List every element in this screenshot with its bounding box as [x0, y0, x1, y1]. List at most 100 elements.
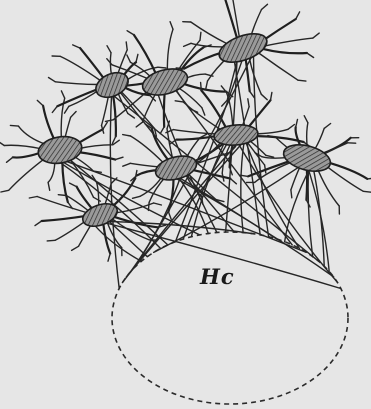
glial-process-fork — [48, 182, 50, 190]
glial-process — [306, 168, 307, 200]
glial-process — [167, 29, 173, 72]
glial-process-fork — [107, 46, 111, 53]
glial-process — [80, 48, 104, 78]
glial-process-fork — [133, 196, 141, 198]
glial-process — [201, 90, 226, 128]
glial-process — [259, 54, 298, 81]
glial-process-fork — [61, 91, 64, 98]
glial-process — [60, 56, 100, 80]
glial-process — [291, 167, 300, 190]
glial-process — [224, 0, 237, 39]
glial-process — [55, 82, 98, 85]
glial-process — [78, 145, 113, 149]
glial-process — [4, 145, 42, 149]
glial-process — [97, 182, 99, 207]
glial-process-fork — [230, 179, 236, 184]
glial-process-fork — [307, 53, 314, 58]
glial-process-fork — [108, 254, 110, 262]
glial-process-fork — [324, 124, 330, 129]
glial-process — [191, 22, 226, 43]
glial-process-fork — [184, 43, 191, 46]
glial-process-fork — [201, 83, 202, 91]
glial-process-fork — [37, 100, 43, 105]
glial-process-fork — [158, 67, 166, 68]
glial-process — [9, 157, 47, 190]
glial-process-fork — [1, 190, 9, 192]
glial-process-fork — [367, 178, 371, 179]
glial-process-fork — [127, 55, 130, 62]
glial-process-fork — [126, 42, 127, 50]
glial-process-fork — [103, 122, 107, 129]
glial-process-fork — [266, 155, 274, 157]
glial-process — [324, 138, 351, 153]
glial-process-fork — [296, 12, 300, 19]
glial-process-fork — [136, 122, 142, 127]
glial-process-fork — [107, 59, 112, 65]
glial-process-fork — [71, 112, 77, 118]
glial-process-fork — [168, 212, 171, 220]
glial-process-fork — [200, 32, 201, 40]
glial-process-fork — [262, 4, 268, 9]
glial-process-fork — [123, 163, 131, 166]
glial-cell-body — [281, 140, 334, 176]
glial-process — [179, 88, 202, 108]
glial-process-fork — [7, 157, 13, 162]
glial-process-fork — [170, 22, 173, 30]
glial-process-fork — [250, 91, 255, 98]
glial-process-fork — [10, 125, 18, 126]
glial-process-fork — [65, 106, 69, 113]
glial-process-fork — [0, 141, 4, 146]
glial-process-fork — [128, 113, 135, 118]
glial-process-fork — [29, 197, 37, 199]
glial-process-fork — [35, 221, 42, 226]
glial-process — [315, 128, 324, 149]
glial-process-fork — [363, 191, 371, 192]
glial-process-fork — [49, 78, 56, 82]
glial-process — [317, 166, 340, 206]
glial-process — [113, 94, 116, 137]
glial-process — [164, 92, 165, 127]
target-cell-outline — [112, 232, 348, 404]
glial-process-fork — [248, 99, 249, 107]
glial-process-fork — [175, 101, 183, 102]
glial-process — [18, 126, 45, 144]
glial-process-fork — [296, 119, 298, 127]
glial-process — [263, 49, 307, 53]
glial-process — [130, 163, 159, 167]
glial-process-fork — [136, 54, 138, 62]
glial-process — [42, 216, 86, 221]
glial-process — [324, 143, 347, 154]
glial-process-fork — [206, 81, 208, 89]
glial-process — [37, 197, 86, 213]
glial-process — [263, 38, 313, 46]
glial-process-fork — [304, 116, 308, 123]
glial-process-fork — [105, 120, 113, 122]
glial-process-fork — [47, 240, 55, 241]
glial-process-fork — [115, 157, 123, 159]
glial-process-fork — [70, 183, 77, 187]
glial-process — [134, 35, 156, 74]
glial-process-fork — [154, 203, 162, 205]
glial-process-fork — [58, 195, 66, 196]
glial-process-fork — [73, 45, 80, 48]
glial-process-fork — [298, 80, 306, 81]
glial-process — [69, 89, 100, 106]
glial-process-fork — [222, 173, 224, 181]
glial-process — [77, 152, 115, 160]
glial-process-fork — [202, 108, 205, 115]
glial-process-fork — [123, 135, 131, 136]
glial-process-fork — [135, 171, 137, 179]
glial-process — [247, 100, 270, 129]
end-foot-process — [241, 141, 244, 233]
glial-process — [249, 57, 261, 94]
glial-process-fork — [160, 127, 164, 134]
glial-process-fork — [52, 106, 57, 112]
glial-process — [114, 203, 154, 213]
target-cell-label: Hc — [200, 264, 235, 289]
glial-process — [183, 84, 226, 92]
glial-process-fork — [291, 190, 292, 198]
glial-process-fork — [313, 33, 319, 38]
glial-process-fork — [288, 125, 294, 130]
